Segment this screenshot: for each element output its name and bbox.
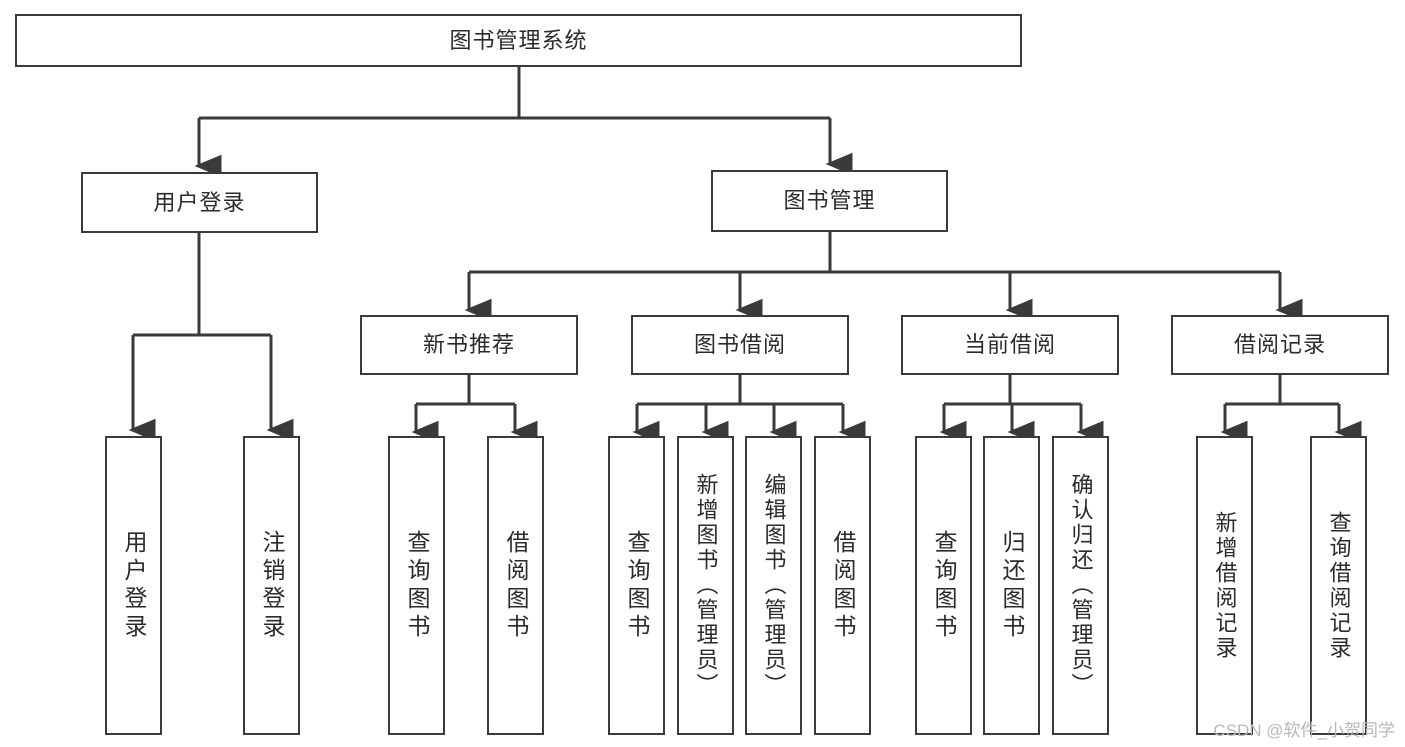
node-label: 查询图书 <box>624 529 650 642</box>
node-label: 用户登录 <box>121 529 147 642</box>
node-current-borrow[interactable]: 当前借阅 <box>901 315 1119 375</box>
node-leaf-return-book[interactable]: 归还图书 <box>983 436 1040 735</box>
node-leaf-borrow-book[interactable]: 借阅图书 <box>814 436 871 735</box>
node-label: 当前借阅 <box>963 332 1056 358</box>
node-borrow-record[interactable]: 借阅记录 <box>1171 315 1389 375</box>
node-leaf-query-borrow-record[interactable]: 查询借阅记录 <box>1310 436 1367 735</box>
node-label: 图书管理 <box>783 188 876 214</box>
node-user-login[interactable]: 用户登录 <box>81 172 318 233</box>
node-label: 查询图书 <box>404 529 430 642</box>
node-label: 新增借阅记录 <box>1212 510 1238 661</box>
node-label: 用户登录 <box>153 189 246 215</box>
node-leaf-edit-book-admin[interactable]: 编辑图书（管理员） <box>745 436 802 735</box>
node-leaf-add-book-admin[interactable]: 新增图书（管理员） <box>677 436 734 735</box>
node-label: 借阅图书 <box>830 529 856 642</box>
watermark: CSDN @软件_小贺同学 <box>1213 721 1395 740</box>
node-leaf-borrow-book-recommend[interactable]: 借阅图书 <box>487 436 544 735</box>
node-label: 注销登录 <box>259 529 285 642</box>
node-leaf-confirm-return-admin[interactable]: 确认归还（管理员） <box>1052 436 1109 735</box>
node-label: 图书借阅 <box>693 332 786 358</box>
node-label: 新书推荐 <box>422 332 515 358</box>
node-new-book-recommend[interactable]: 新书推荐 <box>360 315 578 375</box>
node-label: 借阅图书 <box>503 529 529 642</box>
node-book-management[interactable]: 图书管理 <box>711 170 948 232</box>
node-label: 确认归还（管理员） <box>1068 473 1094 698</box>
node-label: 归还图书 <box>999 529 1025 642</box>
node-root-book-management-system[interactable]: 图书管理系统 <box>15 14 1022 67</box>
node-label: 新增图书（管理员） <box>693 473 719 698</box>
node-leaf-query-book-recommend[interactable]: 查询图书 <box>388 436 445 735</box>
node-leaf-query-book-current[interactable]: 查询图书 <box>915 436 972 735</box>
node-leaf-query-book-borrow[interactable]: 查询图书 <box>608 436 665 735</box>
node-label: 图书管理系统 <box>449 27 588 53</box>
node-leaf-add-borrow-record[interactable]: 新增借阅记录 <box>1196 436 1253 735</box>
node-book-borrow[interactable]: 图书借阅 <box>631 315 849 375</box>
node-label: 查询图书 <box>931 529 957 642</box>
node-label: 查询借阅记录 <box>1326 510 1352 661</box>
node-leaf-logout[interactable]: 注销登录 <box>243 436 300 735</box>
node-leaf-user-login[interactable]: 用户登录 <box>105 436 162 735</box>
node-label: 编辑图书（管理员） <box>761 473 787 698</box>
node-label: 借阅记录 <box>1233 332 1326 358</box>
